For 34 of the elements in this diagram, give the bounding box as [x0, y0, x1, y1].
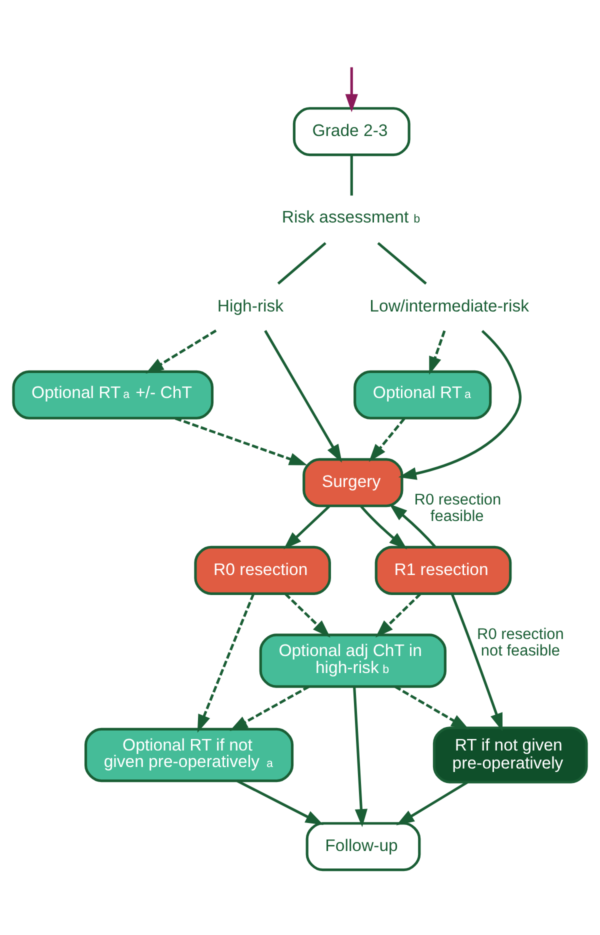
arrow: [236, 779, 324, 825]
node-text: Low/intermediate-risk: [370, 296, 530, 316]
edge-label: R0 resection not feasible: [477, 625, 564, 660]
edge-label: R0 resection feasible: [414, 490, 502, 525]
arrow: [396, 780, 468, 825]
arrow: [345, 66, 358, 112]
arrow: [284, 504, 330, 549]
arrow: [174, 416, 308, 465]
node-text: High-risk: [217, 296, 284, 316]
connector: [350, 154, 353, 196]
arrow: [429, 330, 446, 374]
arrow: [264, 330, 342, 462]
connector: [277, 242, 326, 284]
arrow: [398, 330, 522, 480]
node-box: Grade 2-3: [292, 106, 410, 156]
node-box: R0 resection: [194, 545, 331, 594]
node-box: Optional RTa: [354, 370, 492, 419]
arrow: [230, 684, 310, 730]
arrow: [284, 592, 330, 638]
node-box: RT if not given pre-operatively: [432, 726, 588, 783]
connector: [377, 242, 427, 284]
arrow: [197, 592, 255, 732]
arrow: [394, 685, 470, 730]
arrow: [450, 592, 503, 731]
node-box: Optional RTa +/- ChT: [12, 370, 214, 419]
node-box: R1 resection: [374, 545, 512, 594]
arrow: [375, 592, 422, 638]
node-box: Surgery: [302, 458, 404, 507]
arrow: [360, 504, 408, 549]
node-box: Follow-up: [306, 822, 421, 871]
arrow: [146, 329, 217, 374]
arrow: [368, 417, 406, 462]
arrow: [389, 503, 436, 547]
arrow: [353, 686, 368, 827]
